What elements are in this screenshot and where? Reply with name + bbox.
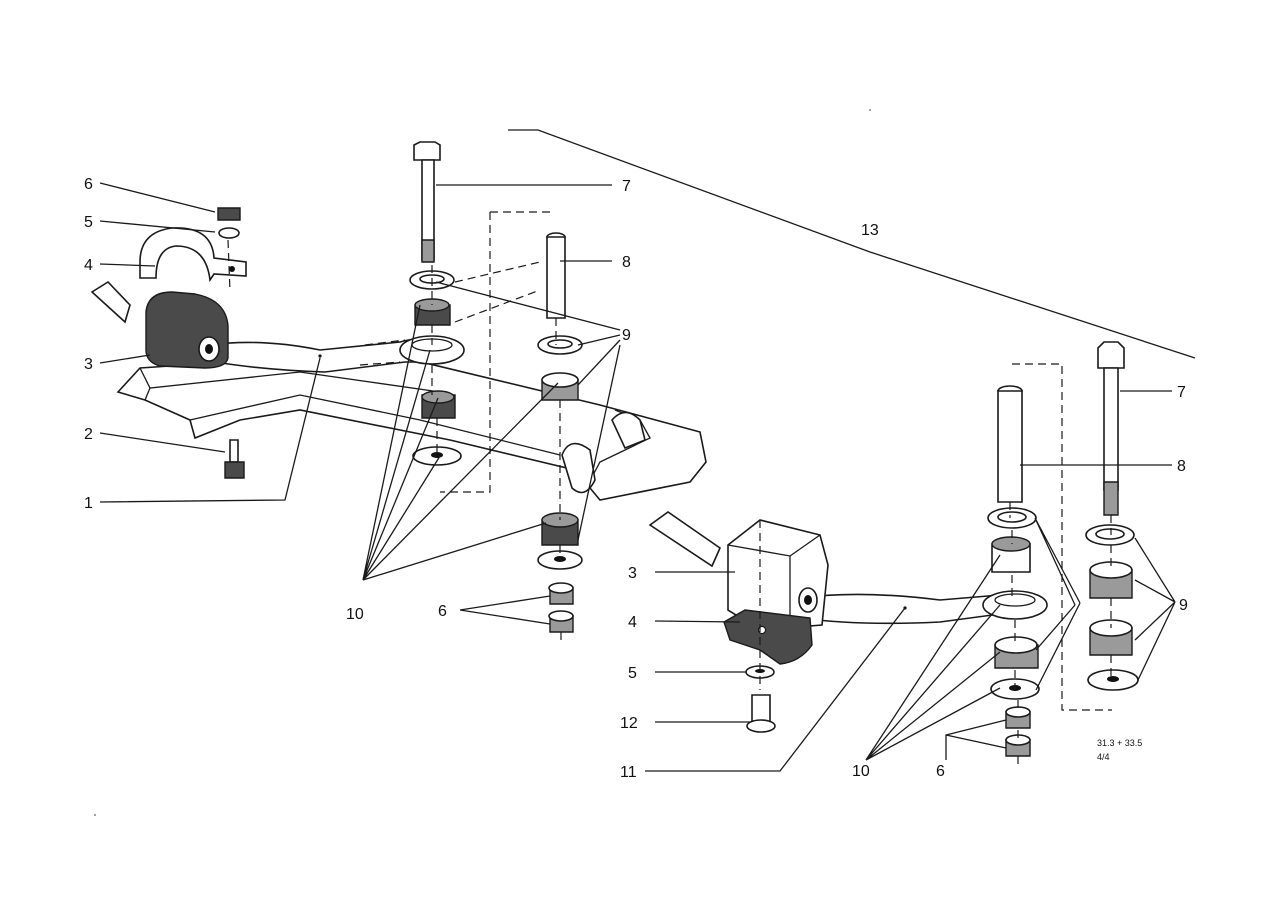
nut-left: [217, 207, 241, 221]
callout-7-right: 7: [1177, 384, 1186, 401]
assembly-frame-right: [1012, 363, 1112, 711]
reference-code: 31.3 + 33.5: [1097, 738, 1142, 748]
callout-10-right: 10: [852, 763, 870, 780]
callout-6-center: 6: [438, 603, 447, 620]
callout-1: 1: [84, 495, 93, 512]
washer-left: [218, 227, 240, 239]
rubber-mount-right: [727, 519, 829, 631]
clamp-left: [139, 227, 247, 283]
callout-7-left: 7: [622, 178, 631, 195]
assembly-frame-left: [440, 211, 555, 493]
bar-eye-right: [982, 590, 1048, 620]
sleeve-right: [997, 385, 1023, 503]
clamp-right: [723, 609, 813, 665]
callout-6-right: 6: [936, 763, 945, 780]
callout-9-left: 9: [622, 327, 631, 344]
long-bolt-right: [1097, 341, 1125, 516]
leader-lines: [99, 129, 1196, 772]
callout-3-right: 3: [628, 565, 637, 582]
long-bolt-left: [413, 141, 441, 263]
bolt-right: [746, 694, 776, 733]
callout-12: 12: [620, 715, 638, 732]
bar-eye-left: [399, 335, 465, 365]
callout-8-right: 8: [1177, 458, 1186, 475]
callout-13: 13: [861, 222, 879, 239]
sleeve-left: [546, 232, 566, 319]
callout-6-left: 6: [84, 176, 93, 193]
left-assembly: [90, 141, 707, 640]
sheet-number: 4/4: [1097, 752, 1110, 762]
callout-3-left: 3: [84, 356, 93, 373]
right-assembly: [648, 341, 1139, 765]
callout-8-left: 8: [622, 254, 631, 271]
callout-5-left: 5: [84, 214, 93, 231]
callout-11: 11: [620, 764, 637, 781]
callout-10-left: 10: [346, 606, 364, 623]
callout-5-right: 5: [628, 665, 637, 682]
callout-labels: 6 5 4 3 2 1 7 8 9 10 6 13 3 4 5 12 11 7 …: [84, 176, 1188, 781]
callout-4-right: 4: [628, 614, 637, 631]
callout-9-right: 9: [1179, 597, 1188, 614]
callout-2: 2: [84, 426, 93, 443]
callout-4-left: 4: [84, 257, 93, 274]
bolt-left: [229, 439, 239, 463]
